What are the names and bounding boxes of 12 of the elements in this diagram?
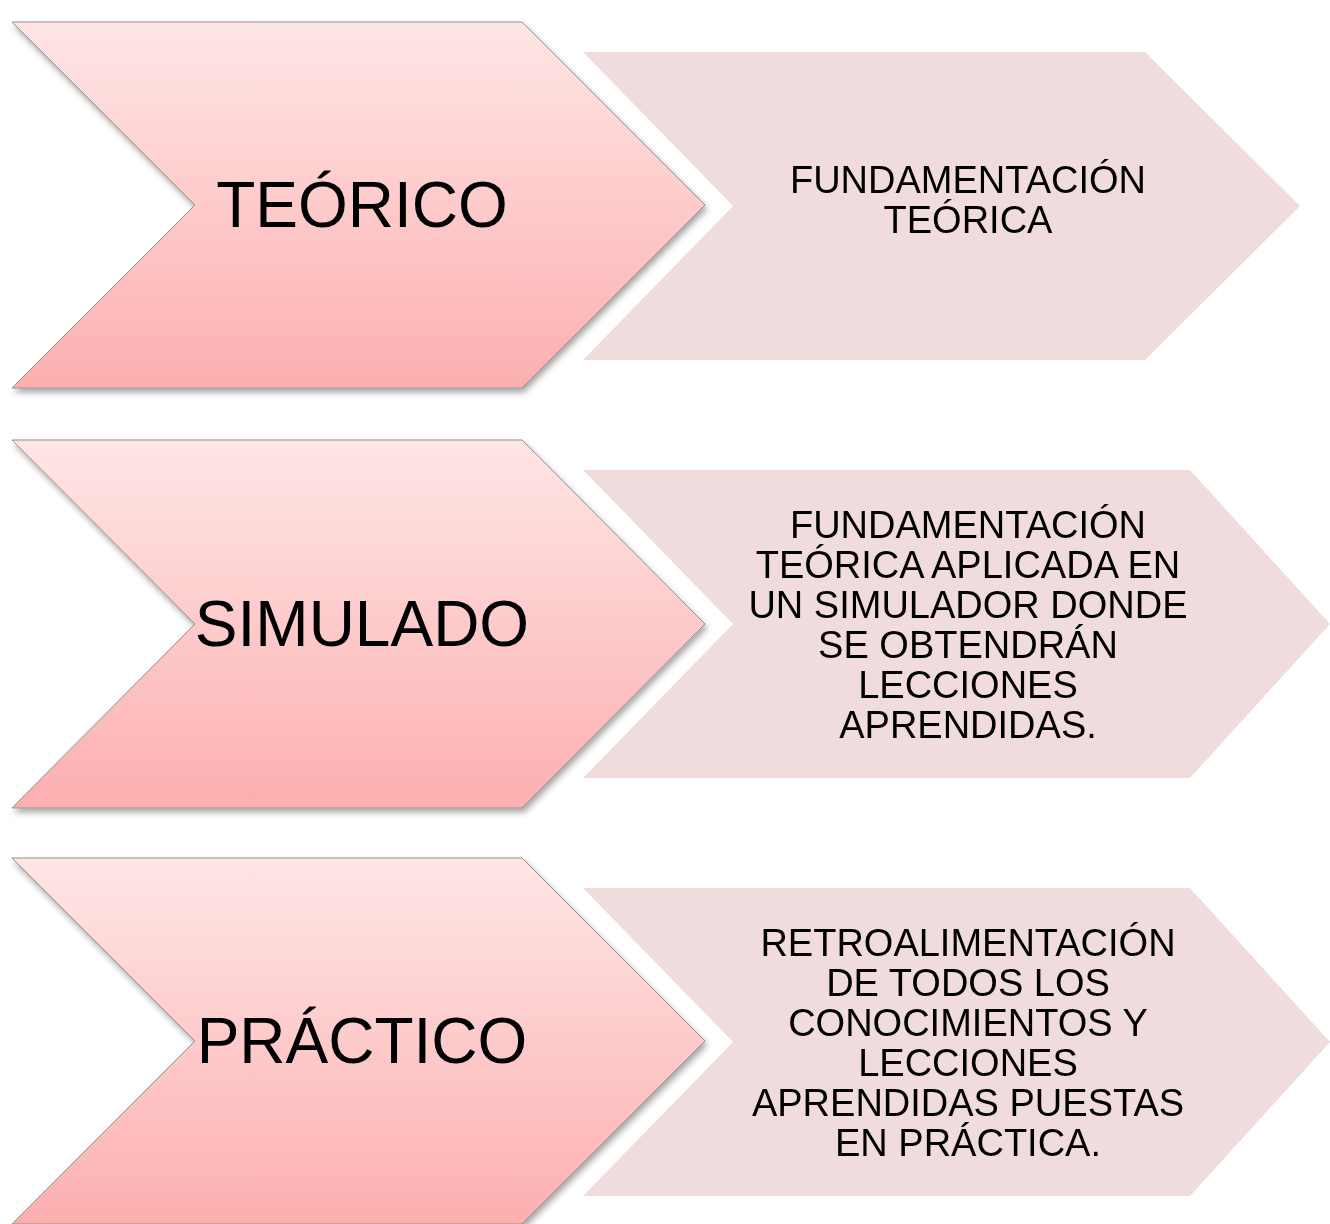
chevron-stage [12, 22, 705, 388]
chevron-description [583, 470, 1330, 778]
description-text: FUNDAMENTACIÓN TEÓRICA APLICADA EN UN SIMULADOR DONDE SE OBTENDRÁN LECCIONES APRENDIDAS. [747, 503, 1189, 748]
chevron-stage [12, 440, 705, 808]
chevron-stage [12, 858, 705, 1224]
description-text: RETROALIMENTACIÓN DE TODOS LOS CONOCIMIENTOS Y LECCIONES APRENDIDAS PUESTAS EN PRÁCTICA. [750, 921, 1186, 1166]
stage-title: TEÓRICO [215, 167, 509, 243]
stage-title: PRÁCTICO [195, 1003, 529, 1079]
chevron-description [583, 888, 1330, 1196]
stage-title: SIMULADO [193, 586, 531, 662]
description-text: FUNDAMENTACIÓN TEÓRICA [788, 157, 1148, 242]
chevron-description [583, 52, 1300, 360]
